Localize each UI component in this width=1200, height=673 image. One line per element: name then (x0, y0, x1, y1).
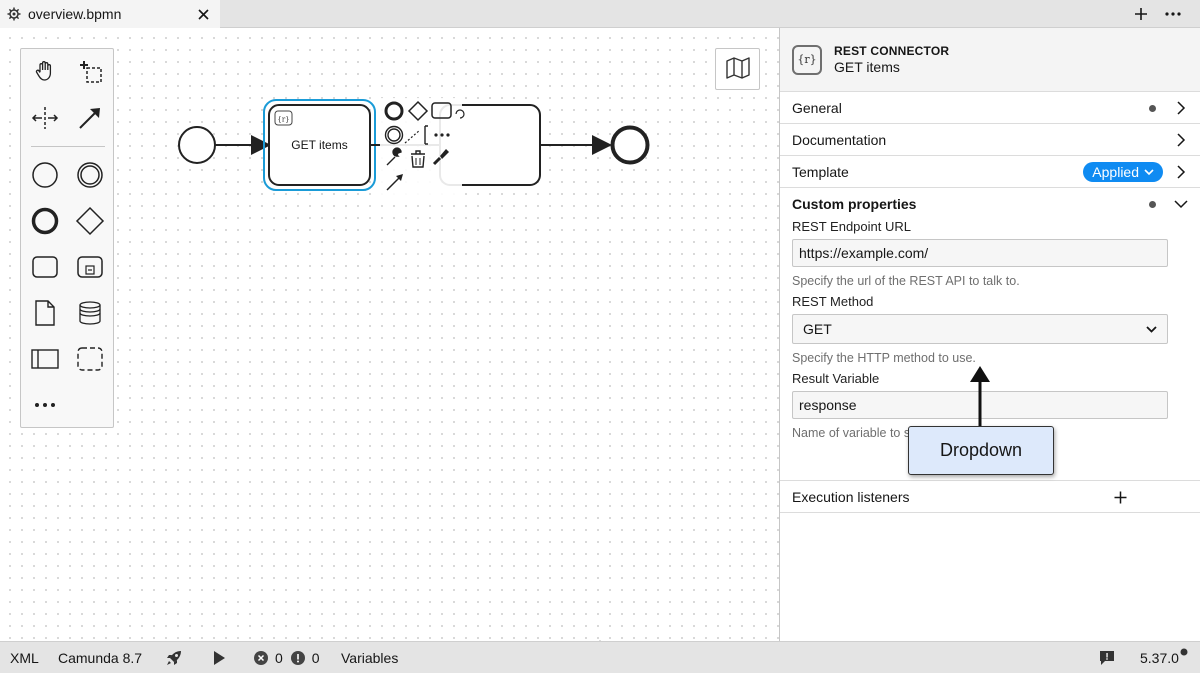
rest-endpoint-url-input[interactable] (792, 239, 1168, 267)
panel-resize-handle[interactable] (568, 632, 632, 645)
chevron-down-icon (1144, 168, 1154, 175)
data-store-icon[interactable] (74, 297, 106, 329)
color-brush-icon[interactable] (432, 149, 449, 166)
plus-icon[interactable] (1131, 4, 1151, 24)
group-label: General (792, 99, 842, 116)
add-listener-plus-icon[interactable] (1113, 490, 1127, 504)
group-label: Execution listeners (792, 488, 910, 505)
start-event-icon[interactable] (29, 159, 61, 191)
status-bar: XML Camunda 8.7 0 0 Variables 5.37.0 (0, 641, 1200, 673)
lasso-tool-icon[interactable] (74, 55, 106, 87)
close-icon[interactable] (195, 6, 211, 22)
palette-separator (31, 146, 105, 147)
context-pad (380, 98, 465, 198)
group-icon[interactable] (74, 343, 106, 375)
properties-panel: {r} REST CONNECTOR GET items General Doc… (779, 28, 1200, 641)
rest-connector-icon (274, 110, 293, 126)
end-event-icon[interactable] (29, 205, 61, 237)
problems-indicator[interactable]: 0 0 (254, 642, 320, 673)
group-label: Documentation (792, 131, 887, 148)
method-label: REST Method (792, 294, 874, 309)
group-documentation[interactable]: Documentation (780, 124, 1200, 156)
url-label: REST Endpoint URL (792, 219, 911, 234)
callout-arrow (970, 366, 990, 428)
panel-header: {r} REST CONNECTOR GET items (780, 28, 1200, 92)
select-value: GET (803, 321, 832, 337)
warning-icon (290, 651, 305, 665)
feedback-icon[interactable] (1099, 642, 1115, 673)
append-end-event-icon[interactable] (384, 101, 404, 121)
url-hint: Specify the url of the REST API to talk … (792, 274, 1020, 288)
change-type-icon[interactable] (455, 109, 465, 119)
overflow-menu-icon[interactable] (1163, 4, 1183, 24)
text-annotation-icon[interactable] (424, 125, 428, 145)
global-connect-tool-icon[interactable] (74, 102, 106, 134)
append-gateway-icon[interactable] (407, 100, 429, 122)
element-name: GET items (834, 59, 900, 75)
minimap-toggle-button[interactable] (715, 48, 760, 90)
variables-button[interactable]: Variables (341, 650, 399, 666)
data-indicator-dot (1149, 105, 1156, 112)
template-applied-badge[interactable]: Applied (1083, 162, 1163, 182)
group-general[interactable]: General (780, 92, 1200, 124)
rest-method-select[interactable]: GET (792, 314, 1168, 344)
engine-version[interactable]: Camunda 8.7 (58, 650, 143, 666)
pool-icon[interactable] (29, 343, 61, 375)
group-execution-listeners[interactable]: Execution listeners (780, 481, 1200, 513)
badge-label: Applied (1092, 164, 1139, 180)
update-indicator-dot (1180, 648, 1188, 656)
tab-overview-bpmn[interactable]: overview.bpmn (0, 0, 220, 28)
result-label: Result Variable (792, 371, 880, 386)
error-count: 0 (275, 650, 283, 666)
start-event[interactable] (178, 126, 216, 164)
append-intermediate-event-icon[interactable] (384, 125, 404, 145)
map-icon (725, 56, 751, 82)
subprocess-icon[interactable] (74, 251, 106, 283)
tool-palette (20, 48, 114, 428)
element-type: REST CONNECTOR (834, 44, 950, 58)
version-label: 5.37.0 (1140, 650, 1179, 666)
dropdown-callout: Dropdown (908, 426, 1054, 475)
data-indicator-dot (1149, 201, 1156, 208)
method-hint: Specify the HTTP method to use. (792, 351, 976, 365)
space-tool-icon[interactable] (29, 102, 61, 134)
connect-arrow-icon[interactable] (386, 177, 400, 191)
warning-count: 0 (311, 650, 320, 666)
task-label: GET items (291, 138, 347, 152)
data-object-icon[interactable] (29, 297, 61, 329)
play-icon[interactable] (212, 642, 226, 673)
trash-icon[interactable] (411, 150, 425, 168)
group-label: Custom properties (792, 196, 917, 212)
more-options-icon[interactable] (434, 133, 450, 137)
more-tools-icon[interactable] (29, 389, 61, 421)
error-icon (254, 651, 268, 665)
bpmn-diagram: {r} GET items (178, 98, 650, 198)
deploy-rocket-icon[interactable] (165, 642, 183, 673)
end-event[interactable] (610, 125, 650, 165)
gear-icon (6, 6, 22, 22)
app-version[interactable]: 5.37.0 (1140, 642, 1188, 673)
task-marker: {r} (277, 116, 289, 124)
wrench-icon[interactable] (386, 147, 402, 166)
tab-title: overview.bpmn (28, 6, 122, 22)
connect-icon[interactable] (404, 129, 421, 144)
rest-connector-icon: {r} (792, 44, 822, 75)
tab-bar: overview.bpmn (0, 0, 1200, 28)
chevron-down-icon (1174, 197, 1188, 211)
group-label: Template (792, 163, 849, 180)
group-template[interactable]: Template Applied (780, 156, 1200, 188)
bpmn-canvas[interactable]: {r} GET items (0, 28, 779, 645)
task-icon[interactable] (29, 251, 61, 283)
chevron-right-icon (1174, 165, 1188, 179)
xml-toggle[interactable]: XML (10, 650, 39, 666)
chevron-down-icon (1146, 325, 1157, 333)
chevron-right-icon (1174, 101, 1188, 115)
group-custom-properties[interactable]: Custom properties (780, 188, 1200, 220)
append-task-icon[interactable] (431, 102, 452, 119)
chevron-right-icon (1174, 133, 1188, 147)
intermediate-event-icon[interactable] (74, 159, 106, 191)
gateway-icon[interactable] (74, 205, 106, 237)
hand-tool-icon[interactable] (29, 55, 61, 87)
